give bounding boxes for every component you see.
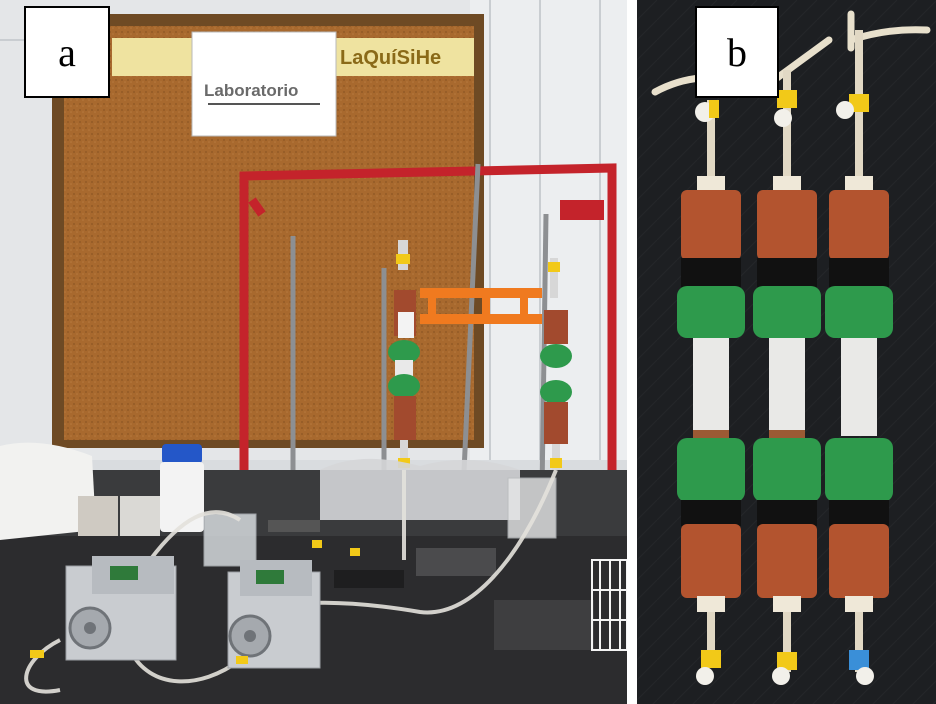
glass-tube (693, 338, 729, 436)
column-middle (753, 70, 821, 685)
peristaltic-pump-1 (65, 556, 177, 661)
column-2 (540, 258, 572, 470)
orange-clamp-rack (420, 288, 542, 324)
panel-label-b: b (695, 6, 779, 98)
brown-cap (681, 190, 741, 260)
panel-b-photo: b (637, 0, 936, 704)
column-left (677, 100, 745, 685)
column-1 (388, 240, 420, 470)
blue-valve (849, 650, 869, 670)
laboratorio-sign (191, 31, 337, 137)
column-right (825, 30, 893, 685)
columns-closeup-illustration (637, 0, 936, 704)
sign-text: Laboratorio (204, 81, 298, 100)
jar (160, 462, 204, 532)
panel-a-photo: LaQuíSiHe Laboratorio (0, 0, 627, 704)
peristaltic-pump-2 (227, 560, 321, 669)
tube-rack (591, 559, 627, 651)
panel-label-a: a (24, 6, 110, 98)
lab-setup-illustration: LaQuíSiHe Laboratorio (0, 0, 627, 704)
jar-cap (162, 444, 202, 464)
banner-text: LaQuíSiHe (340, 47, 441, 69)
green-coupler (677, 286, 745, 338)
